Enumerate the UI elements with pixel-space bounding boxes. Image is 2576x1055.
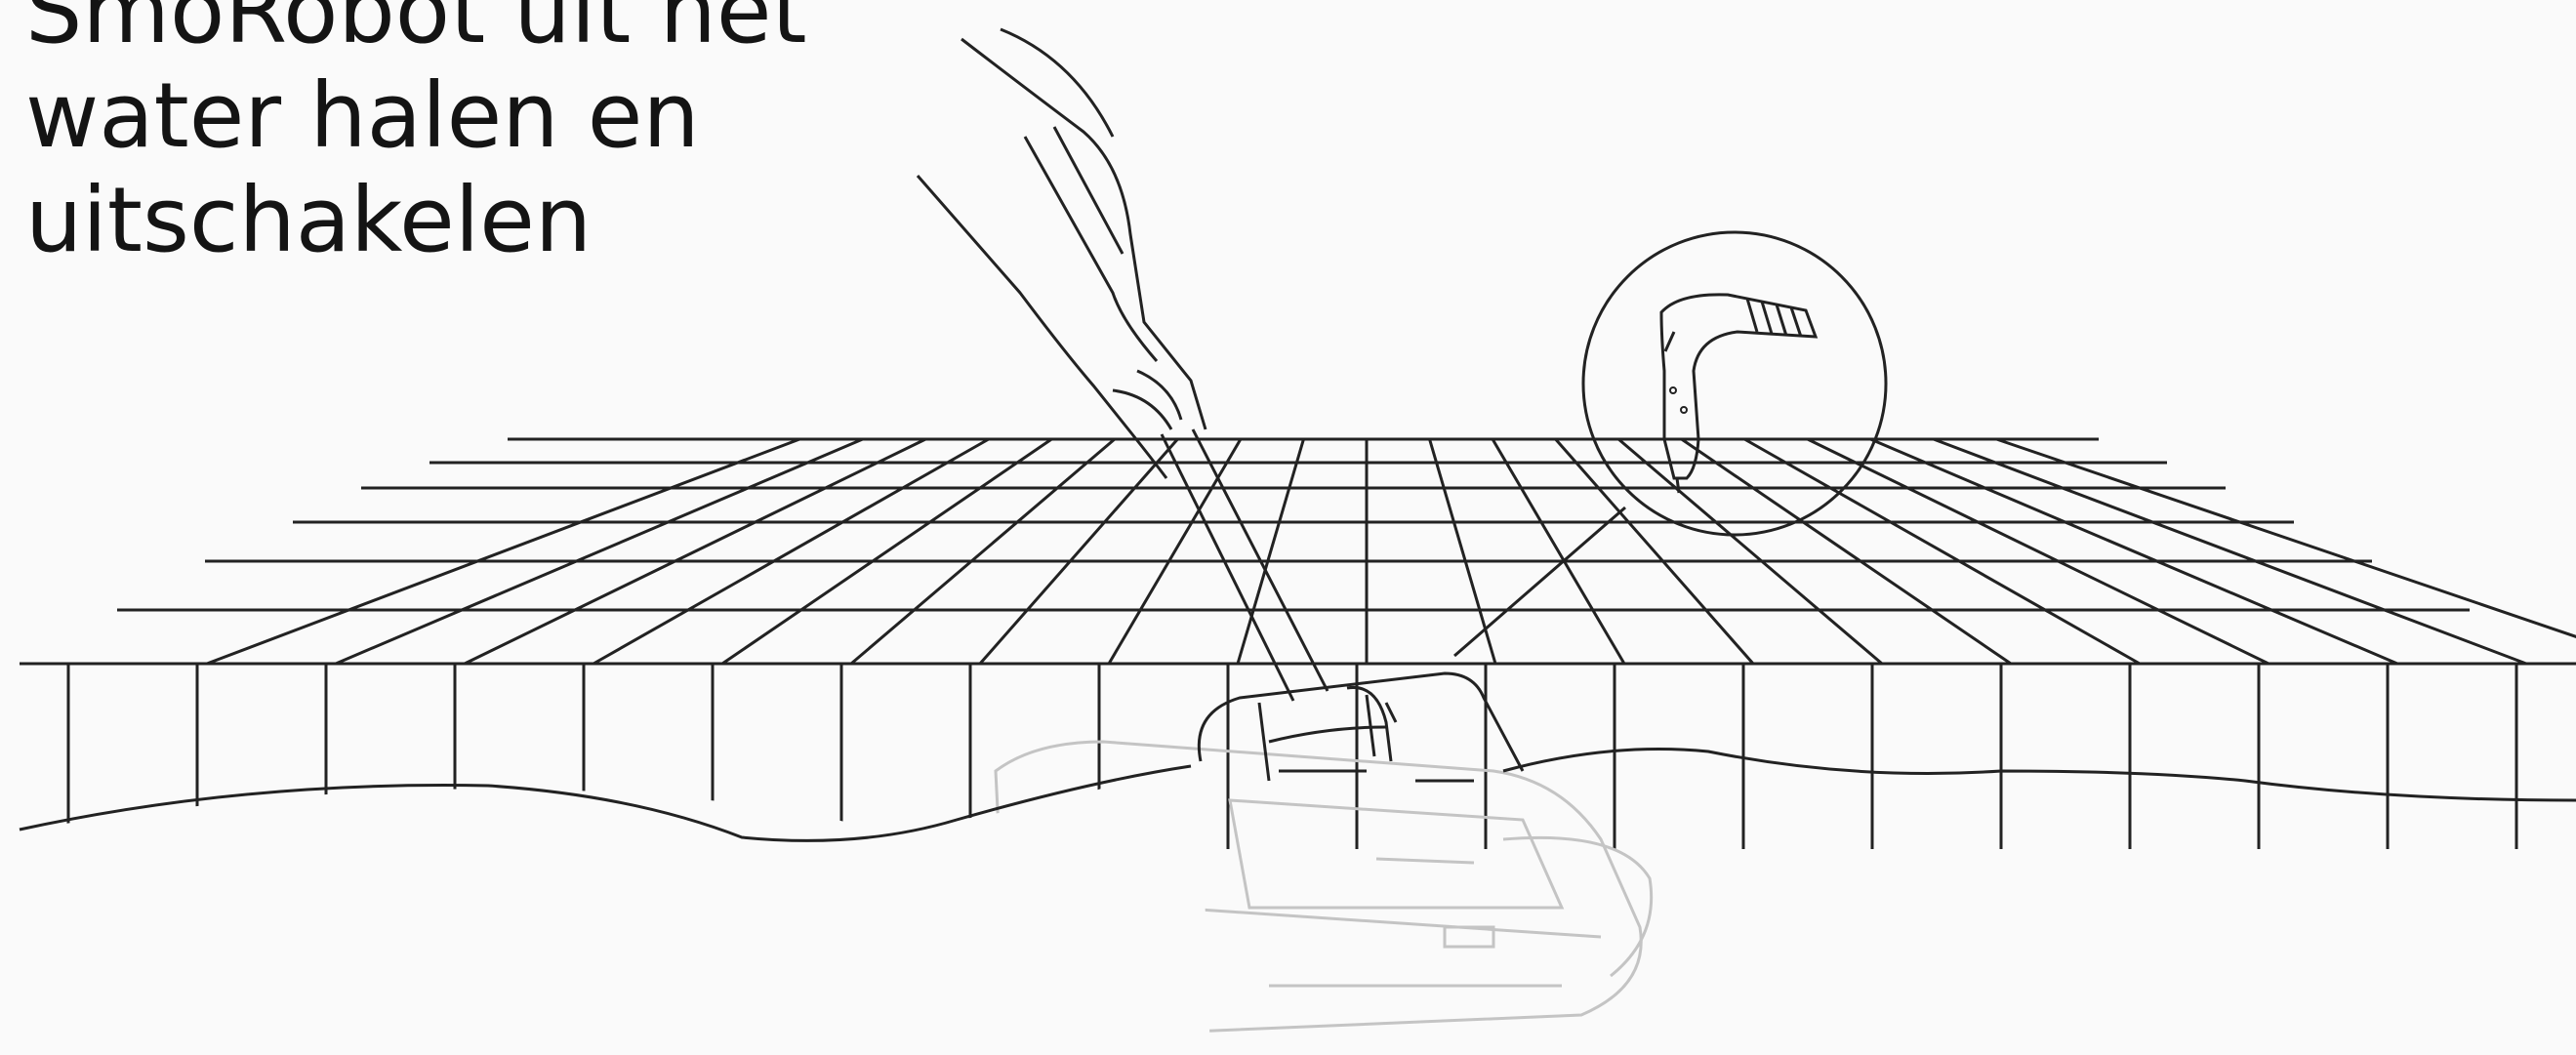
pole <box>1162 429 1328 701</box>
pool-tiles-icon <box>20 439 2576 849</box>
hook-detail <box>1454 232 1886 656</box>
robot-handle <box>1199 673 1523 781</box>
hand-holding-pole-icon <box>918 29 1206 478</box>
